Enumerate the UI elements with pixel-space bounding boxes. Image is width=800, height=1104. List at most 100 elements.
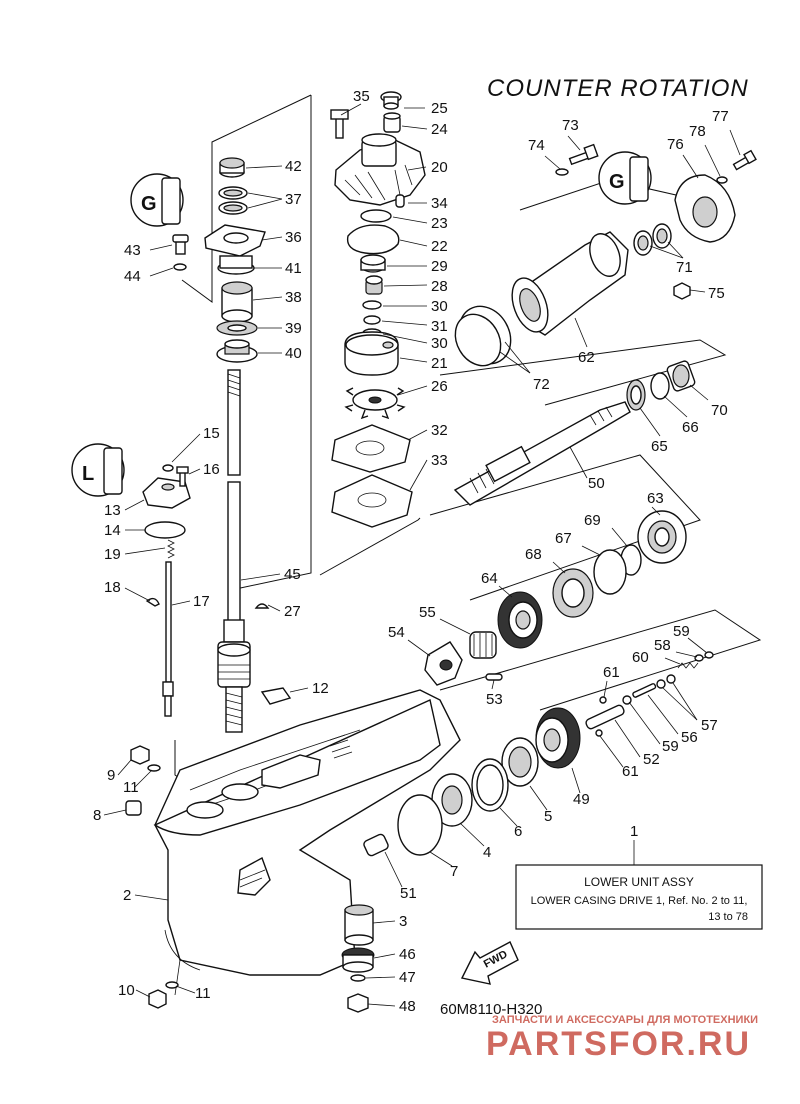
shifter-54-part	[424, 641, 463, 686]
callout-73: 73	[562, 117, 579, 134]
callout-18: 18	[104, 579, 121, 596]
bearing-70-part	[666, 360, 696, 392]
seal-42-part	[219, 157, 245, 178]
shaft-52-part	[585, 704, 625, 730]
callout-45: 45	[284, 566, 301, 583]
bolt-77-part	[732, 149, 757, 171]
callout-59b: 59	[662, 738, 679, 755]
callout-62: 62	[578, 349, 595, 366]
callout-78: 78	[689, 123, 706, 140]
outer-plate-32-part	[331, 424, 411, 473]
callout-57: 57	[701, 717, 718, 734]
svg-text:L: L	[82, 463, 94, 485]
callout-10: 10	[118, 982, 135, 999]
callout-51: 51	[400, 885, 417, 902]
washer-78-part	[716, 176, 728, 184]
drive-shaft-group	[172, 157, 270, 733]
callout-47: 47	[399, 969, 416, 986]
callout-56: 56	[681, 729, 698, 746]
forward-gear-64-part	[497, 591, 543, 649]
watermark-brand: PARTSFOR.RU	[486, 1025, 751, 1063]
housing-62-part	[511, 231, 629, 336]
plunger-56-part	[632, 683, 657, 698]
callout-23: 23	[431, 215, 448, 232]
shift-rod-bracket-13-part	[142, 477, 191, 509]
pin-34-part	[395, 194, 405, 208]
bearing-68-part	[552, 568, 594, 618]
grease-symbol-right: G	[598, 151, 652, 205]
callout-37: 37	[285, 191, 302, 208]
callout-49: 49	[573, 791, 590, 808]
washer-66-part	[650, 372, 670, 400]
callout-36: 36	[285, 229, 302, 246]
prop-shaft-50-part	[453, 401, 631, 506]
callout-31: 31	[431, 318, 448, 335]
reverse-gear-49-part	[535, 707, 581, 769]
callout-60: 60	[632, 649, 649, 666]
gasket-33-part	[331, 474, 413, 528]
info-box-heading: LOWER UNIT ASSY	[584, 875, 694, 889]
callout-52: 52	[643, 751, 660, 768]
callout-4: 4	[483, 844, 491, 861]
callout-14: 14	[104, 522, 121, 539]
bearing-63-part	[637, 510, 687, 564]
shift-group	[125, 464, 191, 816]
gasket-22-part	[346, 224, 400, 255]
callout-76: 76	[667, 136, 684, 153]
clip-59-part	[704, 651, 714, 659]
prop-shaft-housing-group	[454, 143, 757, 367]
pump-housing-20-part	[334, 133, 426, 206]
callout-68: 68	[525, 546, 542, 563]
o-ring-23-part	[360, 209, 392, 223]
plug-8-part	[125, 800, 142, 816]
callout-32: 32	[431, 422, 448, 439]
info-box-line1: LOWER CASING DRIVE 1, Ref. No. 2 to 11,	[531, 895, 748, 907]
callout-43: 43	[124, 242, 141, 259]
callout-65: 65	[651, 438, 668, 455]
svg-text:G: G	[609, 171, 625, 193]
callout-30a: 30	[431, 298, 448, 315]
pin-61b-part	[595, 729, 603, 737]
pinion-46-part	[341, 947, 375, 973]
ring-67-part	[593, 549, 627, 595]
callout-13: 13	[104, 502, 121, 519]
callout-64: 64	[481, 570, 498, 587]
seals-71-part	[633, 223, 672, 256]
callout-16: 16	[203, 461, 220, 478]
rear-gear-group	[424, 510, 687, 686]
group-frame-lines	[174, 94, 762, 800]
anode-12-part	[260, 687, 292, 705]
callout-labels: 35 25 24 20 34 23 22 29 28 30 31 30 21 2…	[93, 88, 729, 1015]
callout-12: 12	[312, 680, 329, 697]
watermark-caption: ЗАПЧАСТИ И АКСЕССУАРЫ ДЛЯ МОТОТЕХНИКИ	[492, 1014, 758, 1026]
callout-27: 27	[284, 603, 301, 620]
callout-59a: 59	[673, 623, 690, 640]
propeller-shaft-group	[453, 360, 696, 506]
callout-71: 71	[676, 259, 693, 276]
drawing-code: 60M8110-H320	[440, 1001, 542, 1018]
callout-55: 55	[419, 604, 436, 621]
bolt-43-part	[172, 234, 189, 255]
callout-24: 24	[431, 121, 448, 138]
grommet-25-part	[380, 91, 402, 110]
callout-75: 75	[708, 285, 725, 302]
callout-26: 26	[431, 378, 448, 395]
grease-symbol-top: G	[130, 173, 184, 227]
fwd-arrow: FWD	[460, 941, 519, 985]
bolt-16-part	[176, 466, 189, 487]
callout-67: 67	[555, 530, 572, 547]
ball-57a-part	[666, 674, 676, 684]
washer-74-part	[555, 168, 569, 176]
callout-74: 74	[528, 137, 545, 154]
callout-42: 42	[285, 158, 302, 175]
callout-34: 34	[431, 195, 448, 212]
callout-11b: 11	[195, 985, 211, 1002]
bolt-35-part	[330, 109, 349, 139]
callout-61a: 61	[603, 664, 620, 681]
callout-25: 25	[431, 100, 448, 117]
callout-28: 28	[431, 278, 448, 295]
needle-bearing-38-part	[221, 281, 253, 323]
callout-22: 22	[431, 238, 448, 255]
callout-39: 39	[285, 320, 302, 337]
callout-15: 15	[203, 425, 220, 442]
